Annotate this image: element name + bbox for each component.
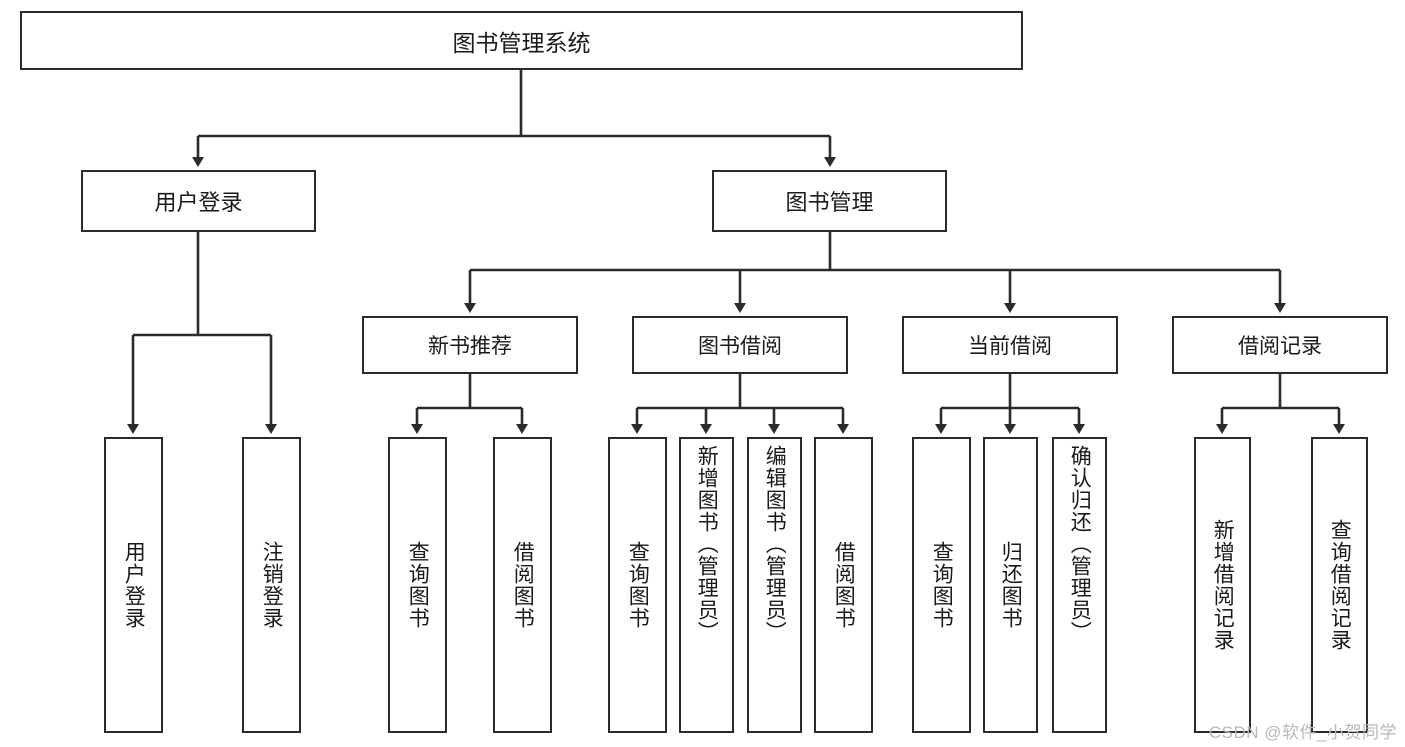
node-label: 当前借阅 <box>968 335 1052 358</box>
node-label: 图书管理系统 <box>452 29 591 56</box>
leaf-return-book[interactable]: 归还图书 <box>983 437 1038 733</box>
node-user-login[interactable]: 用户登录 <box>81 170 316 232</box>
node-label: 查询图书 <box>930 541 954 629</box>
leaf-query-borrow-record[interactable]: 查询借阅记录 <box>1311 437 1368 733</box>
node-new-book-recommend[interactable]: 新书推荐 <box>362 316 578 374</box>
node-label: 查询图书 <box>406 541 430 629</box>
leaf-add-borrow-record[interactable]: 新增借阅记录 <box>1194 437 1251 733</box>
node-borrow-record[interactable]: 借阅记录 <box>1172 316 1388 374</box>
leaf-user-login[interactable]: 用户登录 <box>104 437 163 733</box>
node-label: 确认归还（管理员） <box>1068 445 1092 643</box>
leaf-logout[interactable]: 注销登录 <box>242 437 301 733</box>
node-label: 借阅图书 <box>832 541 856 629</box>
leaf-confirm-return-admin[interactable]: 确认归还（管理员） <box>1052 437 1107 733</box>
node-label: 注销登录 <box>260 541 284 629</box>
node-label: 新书推荐 <box>428 335 512 358</box>
node-label: 借阅图书 <box>511 541 535 629</box>
node-label: 新增图书（管理员） <box>695 445 719 643</box>
node-label: 新增借阅记录 <box>1211 519 1235 651</box>
leaf-edit-book-admin[interactable]: 编辑图书（管理员） <box>747 437 802 733</box>
leaf-add-book-admin[interactable]: 新增图书（管理员） <box>679 437 734 733</box>
node-label: 用户登录 <box>154 190 243 215</box>
node-label: 图书借阅 <box>698 335 782 358</box>
leaf-query-book-current[interactable]: 查询图书 <box>912 437 971 733</box>
node-label: 归还图书 <box>999 541 1023 629</box>
node-label: 查询图书 <box>626 541 650 629</box>
leaf-borrow-book[interactable]: 借阅图书 <box>814 437 873 733</box>
node-label: 图书管理 <box>785 190 874 215</box>
node-root-system[interactable]: 图书管理系统 <box>20 11 1023 70</box>
node-label: 查询借阅记录 <box>1328 519 1352 651</box>
node-label: 编辑图书（管理员） <box>763 445 787 643</box>
leaf-query-book-recommend[interactable]: 查询图书 <box>388 437 447 733</box>
leaf-borrow-book-recommend[interactable]: 借阅图书 <box>493 437 552 733</box>
node-current-borrow[interactable]: 当前借阅 <box>902 316 1118 374</box>
node-book-management[interactable]: 图书管理 <box>712 170 947 232</box>
node-book-borrow[interactable]: 图书借阅 <box>632 316 848 374</box>
node-label: 用户登录 <box>122 541 146 629</box>
node-label: 借阅记录 <box>1238 335 1322 358</box>
leaf-query-book-borrow[interactable]: 查询图书 <box>608 437 667 733</box>
watermark: CSDN @软件_小贺同学 <box>1208 723 1397 742</box>
